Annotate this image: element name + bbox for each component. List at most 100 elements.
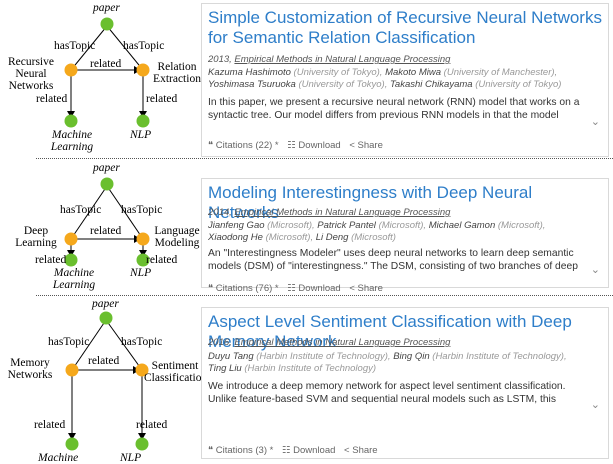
topic-node xyxy=(136,253,150,267)
author-affiliation: (Microsoft) xyxy=(351,232,396,243)
graph-edges-2 xyxy=(64,177,150,267)
author-affiliation: (University of Manchester), xyxy=(443,67,558,78)
venue-link[interactable]: Empirical Methods in Natural Language Pr… xyxy=(234,207,451,218)
author-link[interactable]: Li Deng xyxy=(315,232,349,243)
related-label: related xyxy=(88,355,120,367)
topic-node xyxy=(136,114,150,128)
paper-card: Modeling Interestingness with Deep Neura… xyxy=(201,178,609,294)
topic-node xyxy=(64,253,78,267)
citations-button[interactable]: ❝ Citations (76) * xyxy=(208,283,279,294)
author-link[interactable]: Bing Qin xyxy=(393,351,430,362)
paper-node xyxy=(100,177,114,191)
author-link[interactable]: Patrick Pantel xyxy=(317,220,376,231)
concept-node xyxy=(136,63,150,77)
author-link[interactable]: Xiaodong He xyxy=(208,232,263,243)
has-topic-label: hasTopic xyxy=(121,204,163,216)
graph-edges-3 xyxy=(65,311,149,451)
paper-year: 2016, xyxy=(208,337,232,348)
author-affiliation: (University of Tokyo), xyxy=(298,79,388,90)
paper-actions: ❝ Citations (76) * ☷ Download < Share xyxy=(208,283,586,295)
download-button[interactable]: ☷ Download xyxy=(287,140,341,151)
author-affiliation: (Microsoft), xyxy=(378,220,427,231)
related-label: related xyxy=(34,419,66,431)
paper-label: paper xyxy=(93,2,120,14)
chevron-down-icon[interactable]: ⌄ xyxy=(590,264,600,276)
author-link[interactable]: Takashi Chikayama xyxy=(390,79,473,90)
paper-card: Simple Customization of Recursive Neural… xyxy=(201,3,609,157)
topic-node xyxy=(64,114,78,128)
paper-title-link[interactable]: Simple Customization of Recursive Neural… xyxy=(208,8,602,47)
paper-label: paper xyxy=(93,162,120,174)
author-link[interactable]: Ting Liu xyxy=(208,363,242,374)
author-affiliation: (University of Tokyo), xyxy=(293,67,383,78)
author-affiliation: (Harbin Institute of Technology) xyxy=(244,363,377,374)
share-icon: < xyxy=(344,445,350,456)
author-link[interactable]: Duyu Tang xyxy=(208,351,254,362)
chevron-down-icon[interactable]: ⌄ xyxy=(590,399,600,411)
venue-link[interactable]: Empirical Methods in Natural Language Pr… xyxy=(234,54,451,65)
knowledge-graph-1: paper hasTopic hasTopic related Recursiv… xyxy=(0,0,201,153)
quote-icon: ❝ xyxy=(208,445,214,456)
bottom-right-label: NLP xyxy=(120,452,142,464)
paper-meta: 2016, Empirical Methods in Natural Langu… xyxy=(208,337,586,349)
paper-meta: 2013, Empirical Methods in Natural Langu… xyxy=(208,54,586,66)
author-affiliation: (Microsoft), xyxy=(497,220,546,231)
separator xyxy=(36,295,613,296)
related-label: related xyxy=(136,419,168,431)
author-link[interactable]: Michael Gamon xyxy=(428,220,496,231)
concept-node xyxy=(65,363,79,377)
author-link[interactable]: Kazuma Hashimoto xyxy=(208,67,291,78)
has-topic-label: hasTopic xyxy=(48,336,90,348)
quote-icon: ❝ xyxy=(208,283,214,294)
author-list: Jianfeng Gao (Microsoft), Patrick Pantel… xyxy=(208,220,586,244)
paper-node xyxy=(99,311,113,325)
paper-label: paper xyxy=(92,298,119,310)
has-topic-label: hasTopic xyxy=(54,40,96,52)
right-concept-label: Relation Extraction xyxy=(153,61,201,85)
right-concept-label: Language Modeling xyxy=(154,225,200,249)
topic-node xyxy=(65,437,79,451)
author-link[interactable]: Jianfeng Gao xyxy=(208,220,265,231)
paper-abstract: In this paper, we present a recursive ne… xyxy=(208,97,580,121)
share-icon: < xyxy=(349,283,355,294)
knowledge-graph-2: paper hasTopic hasTopic related Deep Lea… xyxy=(0,160,200,310)
paper-title-link[interactable]: Modeling Interestingness with Deep Neura… xyxy=(208,183,533,222)
bottom-left-label: Machine Learning xyxy=(52,267,96,291)
graph-edges-1 xyxy=(64,17,150,128)
related-label: related xyxy=(36,93,68,105)
paper-abstract: An "Interestingness Modeler" uses deep n… xyxy=(208,248,578,272)
author-affiliation: (Harbin Institute of Technology), xyxy=(256,351,391,362)
related-label: related xyxy=(90,225,122,237)
paper-year: 2014, xyxy=(208,207,232,218)
related-label: related xyxy=(90,58,122,70)
concept-node xyxy=(136,232,150,246)
concept-node xyxy=(64,232,78,246)
citations-button[interactable]: ❝ Citations (3) * xyxy=(208,445,274,456)
chevron-down-icon[interactable]: ⌄ xyxy=(590,116,600,128)
author-link[interactable]: Yoshimasa Tsuruoka xyxy=(208,79,296,90)
related-label: related xyxy=(146,254,178,266)
paper-card: Aspect Level Sentiment Classification wi… xyxy=(201,307,609,459)
topic-node xyxy=(135,437,149,451)
share-button[interactable]: < Share xyxy=(344,445,378,456)
author-affiliation: (Microsoft), xyxy=(267,220,315,231)
separator xyxy=(36,158,613,159)
citations-button[interactable]: ❝ Citations (22) * xyxy=(208,140,279,151)
document-icon: ☷ xyxy=(287,283,296,294)
download-button[interactable]: ☷ Download xyxy=(287,283,341,294)
author-link[interactable]: Makoto Miwa xyxy=(385,67,442,78)
share-button[interactable]: < Share xyxy=(349,283,383,294)
concept-node xyxy=(135,363,149,377)
download-button[interactable]: ☷ Download xyxy=(281,445,336,456)
paper-title-link[interactable]: Aspect Level Sentiment Classification wi… xyxy=(208,312,572,351)
author-list: Duyu Tang (Harbin Institute of Technolog… xyxy=(208,351,586,375)
bottom-left-label: Machine xyxy=(38,452,79,464)
quote-icon: ❝ xyxy=(208,140,214,151)
has-topic-label: hasTopic xyxy=(121,336,163,348)
bottom-left-label: Machine Learning xyxy=(50,129,94,153)
venue-link[interactable]: Empirical Methods in Natural Language Pr… xyxy=(234,337,451,348)
related-label: related xyxy=(146,93,178,105)
share-button[interactable]: < Share xyxy=(349,140,383,151)
concept-node xyxy=(64,63,78,77)
author-affiliation: (Harbin Institute of Technology), xyxy=(432,351,567,362)
